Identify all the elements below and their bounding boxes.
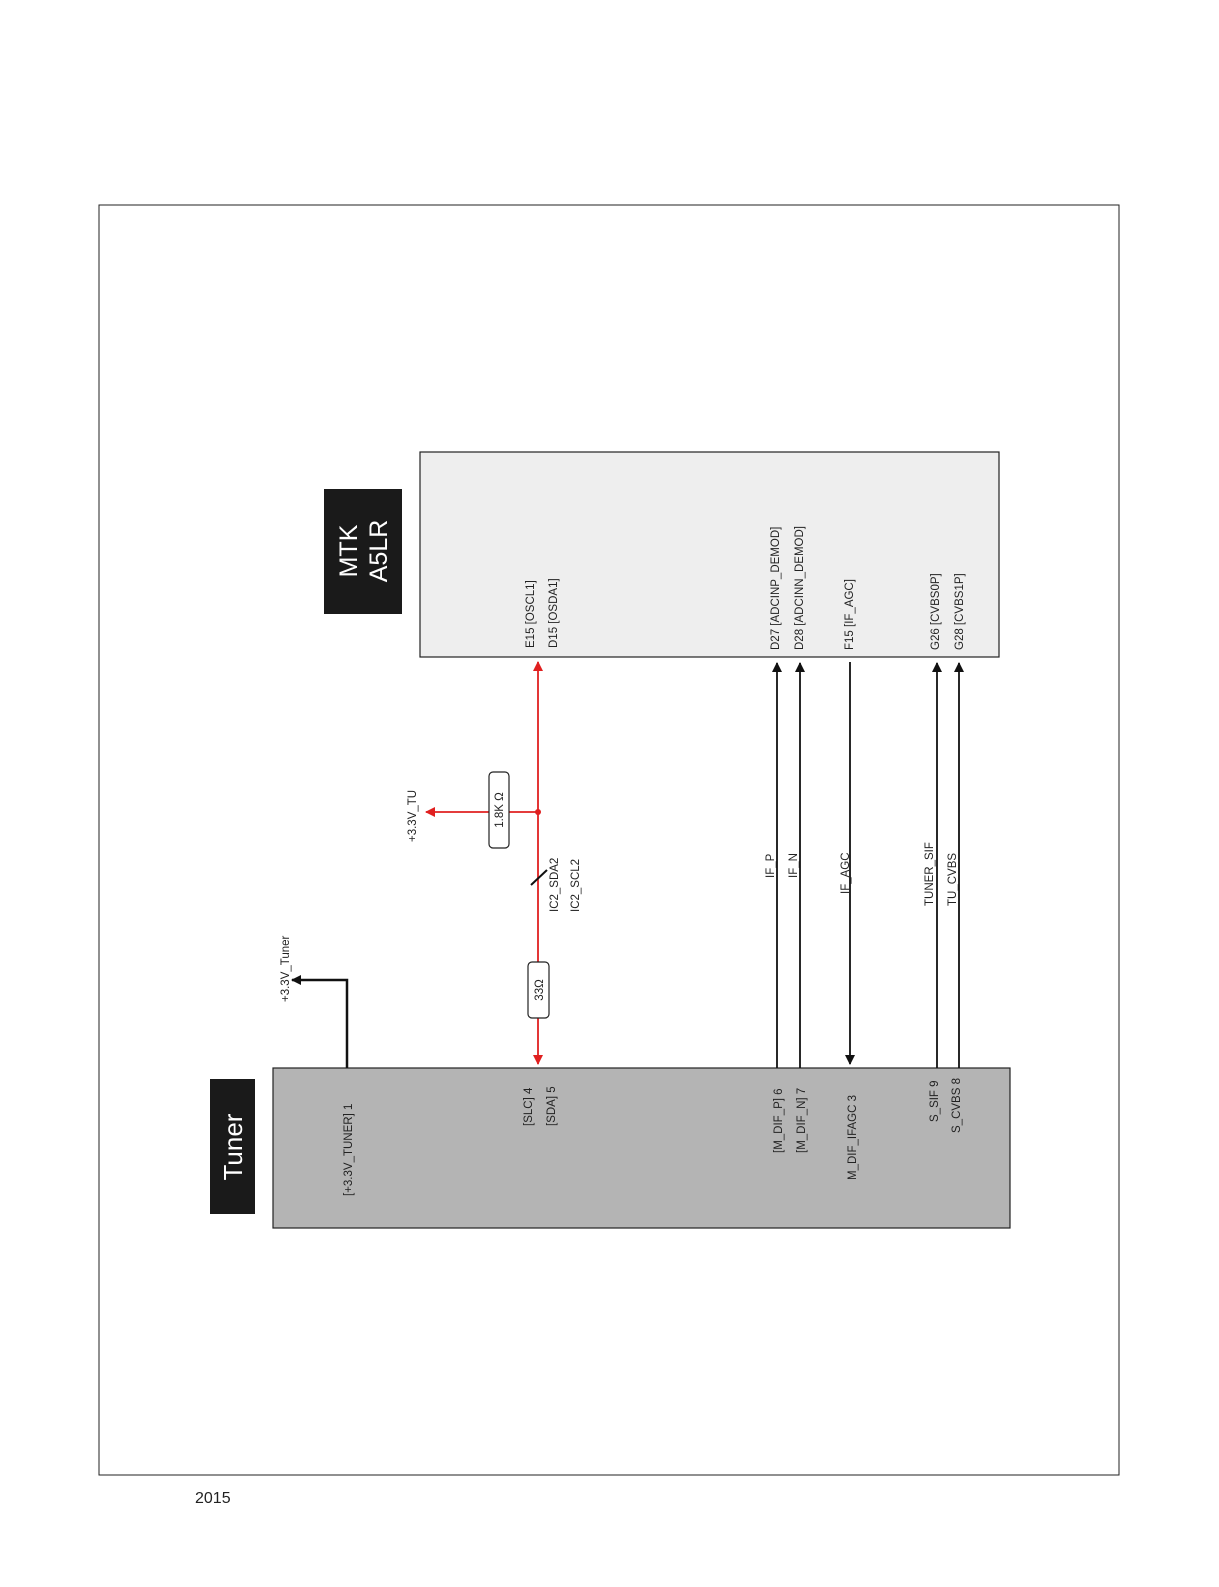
mtk-pin-osda: D15 [OSDA1] [548,578,560,648]
mtk-title-line1: MTK [335,524,363,577]
if-agc-label: IF_AGC [840,852,852,894]
mtk-pin-oscl: E15 [OSCL1] [525,580,537,648]
tuner-pin-v33: [+3.3V_TUNER] 1 [343,1104,355,1196]
tuner-block [273,1068,1010,1228]
bus-slash [531,870,547,885]
if-p-label: IF_P [765,853,777,878]
tu-cvbs-label: TU_CVBS [947,853,959,906]
i2c-scl-label: IC2_SCL2 [570,859,582,912]
tuner-pin-mdifn: [M_DIF_N] 7 [796,1088,808,1153]
mtk-pin-ifagc: F15 [IF_AGC] [844,579,856,650]
tuner-pin-mdifp: [M_DIF_P] 6 [773,1088,785,1153]
tuner-pin-ssif: S_SIF 9 [929,1080,941,1122]
tuner-sif-label: TUNER_SIF [924,842,936,906]
mtk-title-line2: A5LR [365,520,393,583]
if-n-label: IF_N [788,853,800,878]
mtk-pin-cvbs0: G26 [CVBS0P] [930,573,942,650]
mtk-pin-adcinp: D27 [ADCINP_DEMOD] [770,527,782,650]
mtk-pin-cvbs1: G28 [CVBS1P] [954,573,966,650]
pullup-resistor-label: 1.8K Ω [494,792,506,828]
mtk-block [420,452,999,657]
series-resistor-label: 33Ω [534,979,546,1001]
i2c-sda-label: IC2_SDA2 [549,858,561,912]
v33-tuner-wire [292,980,347,1068]
tuner-pin-sda: [SDA] 5 [546,1086,558,1126]
v33-tuner-label: +3.3V_Tuner [280,935,292,1002]
page-frame [99,205,1119,1475]
tuner-title: Tuner [218,1113,248,1180]
footer-year: 2015 [195,1490,231,1508]
mtk-pin-adcinn: D28 [ADCINN_DEMOD] [794,526,806,650]
tuner-pin-scvbs: S_CVBS 8 [951,1078,963,1133]
tuner-pin-slc: [SLC] 4 [523,1087,535,1126]
tuner-pin-ifagc: M_DIF_IFAGC 3 [847,1095,859,1180]
v33-tu-label: +3.3V_TU [407,790,419,842]
